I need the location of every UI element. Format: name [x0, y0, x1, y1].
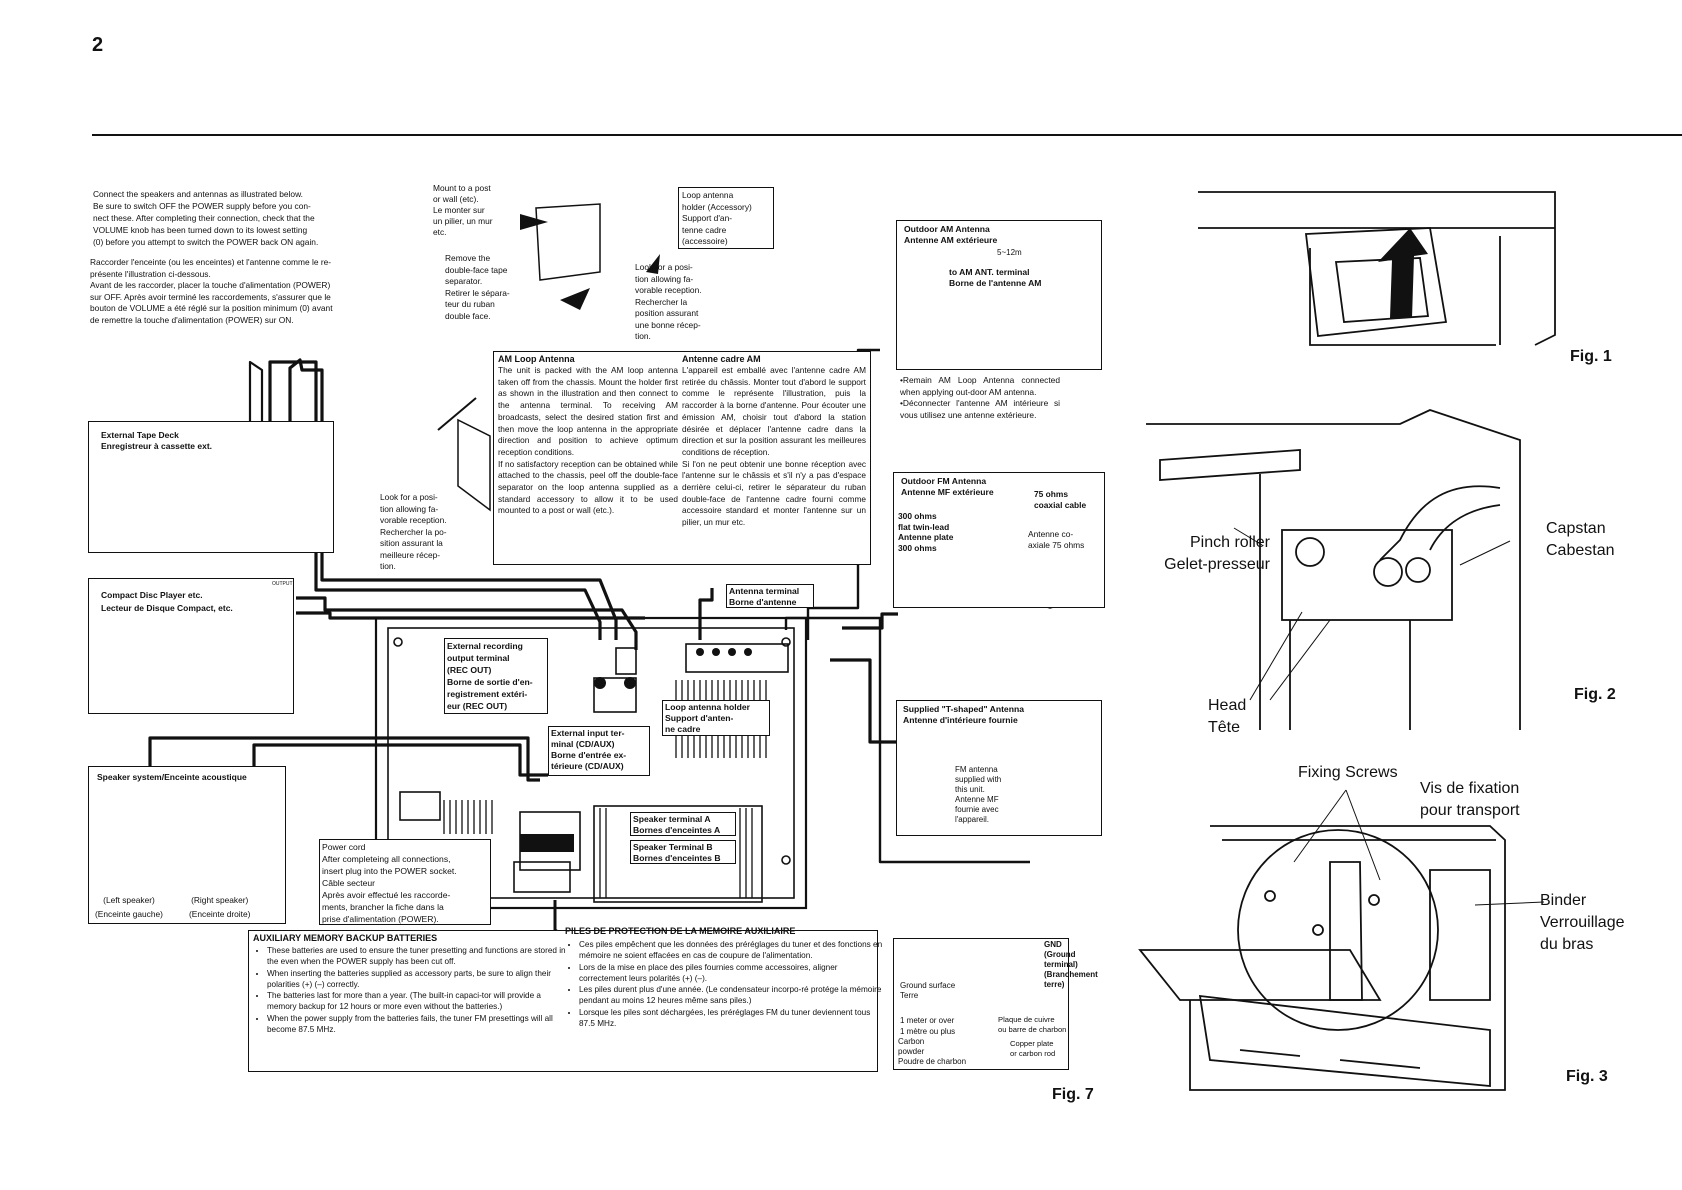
- memory-list-fr: Ces piles empêchent que les données des …: [565, 939, 887, 1029]
- look-position-text: Look for a posi- tion allowing fa- vorab…: [635, 262, 702, 341]
- power-cord-label: Power cord After completeing all connect…: [319, 839, 491, 925]
- ground-box: GND (Ground terminal) (Branchement terre…: [893, 938, 1098, 1070]
- memory-item-en: These batteries are used to ensure the t…: [267, 945, 567, 968]
- outdoor-fm-coax-fr: Antenne co- axiale 75 ohms: [1028, 529, 1085, 550]
- am-loop-body-en: The unit is packed with the AM loop ante…: [498, 365, 678, 516]
- loop-holder-label-box: Loop antenna holder (Accessory) Support …: [678, 187, 774, 249]
- cd-player-box: Compact Disc Player etc. Lecteur de Disq…: [88, 578, 294, 714]
- intro-english: Connect the speakers and antennas as ill…: [93, 189, 319, 247]
- t-antenna-box: Supplied "T-shaped" Antenna Antenne d'in…: [896, 700, 1102, 836]
- outdoor-fm-twin: 300 ohms flat twin-lead Antenne plate 30…: [898, 511, 954, 553]
- rec-out-terminal-label: External recording output terminal (REC …: [444, 638, 548, 714]
- cd-player-label: Compact Disc Player etc. Lecteur de Disq…: [101, 590, 233, 613]
- memory-title-en: AUXILIARY MEMORY BACKUP BATTERIES: [253, 933, 438, 943]
- am-loop-title-fr: Antenne cadre AM: [682, 354, 761, 364]
- am-loop-title-en: AM Loop Antenna: [498, 354, 575, 364]
- memory-item-en: When the power supply from the batteries…: [267, 1013, 567, 1036]
- speaker-system-box: Speaker system/Enceinte acoustique (Left…: [88, 766, 286, 924]
- memory-item-fr: Ces piles empêchent que les données des …: [579, 939, 887, 962]
- outdoor-fm-box: Outdoor FM Antenna Antenne MF extérieure…: [893, 472, 1105, 608]
- fig7-label: Fig. 7: [1052, 1086, 1094, 1103]
- outdoor-am-distance: 5~12m: [997, 248, 1022, 257]
- outdoor-fm-title: Outdoor FM Antenna Antenne MF extérieure: [901, 476, 994, 497]
- ground-plate-fr: Plaque de cuivre ou barre de charbon: [998, 1015, 1067, 1034]
- tape-deck-label: External Tape Deck Enregistreur à casset…: [101, 430, 213, 451]
- remove-tape-text: Remove the double-face tape separator. R…: [445, 253, 510, 321]
- t-antenna-note: FM antenna supplied with this unit. Ante…: [955, 765, 1002, 824]
- vis-fixation-label: Vis de fixation pour transport: [1420, 780, 1520, 819]
- memory-item-en: When inserting the batteries supplied as…: [267, 968, 567, 991]
- ground-depth-label: 1 meter or over 1 mètre ou plus: [900, 1016, 956, 1036]
- header-rule: [92, 134, 1682, 136]
- fig1-label: Fig. 1: [1570, 348, 1612, 365]
- memory-title-fr: PILES DE PROTECTION DE LA MEMOIRE AUXILI…: [565, 926, 796, 936]
- look-position-text-2: Look for a posi- tion allowing fa- vorab…: [380, 492, 447, 571]
- capstan-label: Capstan Cabestan: [1546, 520, 1615, 559]
- memory-backup-box: AUXILIARY MEMORY BACKUP BATTERIES These …: [248, 926, 882, 1072]
- page-number: 2: [92, 34, 104, 56]
- outdoor-am-title: Outdoor AM Antenna Antenne AM extérieure: [904, 224, 998, 245]
- loop-holder-terminal-label: Loop antenna holder Support d'anten- ne …: [662, 700, 770, 736]
- memory-item-fr: Les piles durent plus d'une année. (Le c…: [579, 984, 887, 1007]
- loop-holder-label: Loop antenna holder (Accessory) Support …: [682, 190, 752, 246]
- ground-surface-label: Ground surface Terre: [900, 981, 956, 1000]
- binder-label: Binder Verrouillage du bras: [1540, 892, 1625, 953]
- mount-text: Mount to a post or wall (etc). Le monter…: [433, 183, 493, 237]
- antenna-terminal-label: Antenna terminal Borne d'antenne: [726, 584, 814, 608]
- input-terminal-label: External input ter- minal (CD/AUX) Borne…: [548, 726, 650, 776]
- am-loop-body-fr: L'appareil est emballé avec l'antenne ca…: [682, 365, 866, 528]
- speaker-terminal-a-label: Speaker terminal A Bornes d'enceintes A: [630, 812, 736, 836]
- gnd-label: GND (Ground terminal) (Branchement terre…: [1044, 940, 1098, 989]
- outdoor-fm-coax: 75 ohms coaxial cable: [1034, 489, 1087, 510]
- ground-plate-en: Copper plate or carbon rod: [1010, 1039, 1056, 1058]
- speaker-system-title: Speaker system/Enceinte acoustique: [97, 772, 247, 782]
- t-antenna-title: Supplied "T-shaped" Antenna Antenne d'in…: [903, 704, 1024, 725]
- carbon-powder-label: Carbon powder Poudre de charbon: [898, 1037, 967, 1066]
- outdoor-am-note: •Remain AM Loop Antenna connected when a…: [900, 375, 1060, 420]
- tape-deck-box: External Tape Deck Enregistreur à casset…: [88, 421, 334, 553]
- outdoor-am-terminal: to AM ANT. terminal Borne de l'antenne A…: [949, 267, 1042, 288]
- fixing-screws-label: Fixing Screws: [1298, 764, 1398, 781]
- head-label: Head Tête: [1208, 697, 1247, 736]
- memory-item-fr: Lorsque les piles sont déchargées, les p…: [579, 1007, 887, 1030]
- am-loop-antenna-box: AM Loop Antenna The unit is packed with …: [493, 351, 871, 565]
- outdoor-am-box: Outdoor AM Antenna Antenne AM extérieure…: [896, 220, 1102, 370]
- right-speaker-label: (Right speaker) (Enceinte droite): [189, 895, 251, 919]
- intro-french: Raccorder l'enceinte (ou les enceintes) …: [90, 257, 333, 325]
- speaker-terminal-b-label: Speaker Terminal B Bornes d'enceintes B: [630, 840, 736, 864]
- pinch-roller-label: Pinch roller Gelet-presseur: [1164, 534, 1270, 573]
- fig3-label: Fig. 3: [1566, 1068, 1608, 1085]
- left-speaker-label: (Left speaker) (Enceinte gauche): [95, 895, 163, 919]
- cd-output-label: OUTPUT: [272, 581, 293, 587]
- memory-list-en: These batteries are used to ensure the t…: [253, 945, 567, 1035]
- memory-item-fr: Lors de la mise en place des piles fourn…: [579, 962, 887, 985]
- fig2-label: Fig. 2: [1574, 686, 1616, 703]
- memory-item-en: The batteries last for more than a year.…: [267, 990, 567, 1013]
